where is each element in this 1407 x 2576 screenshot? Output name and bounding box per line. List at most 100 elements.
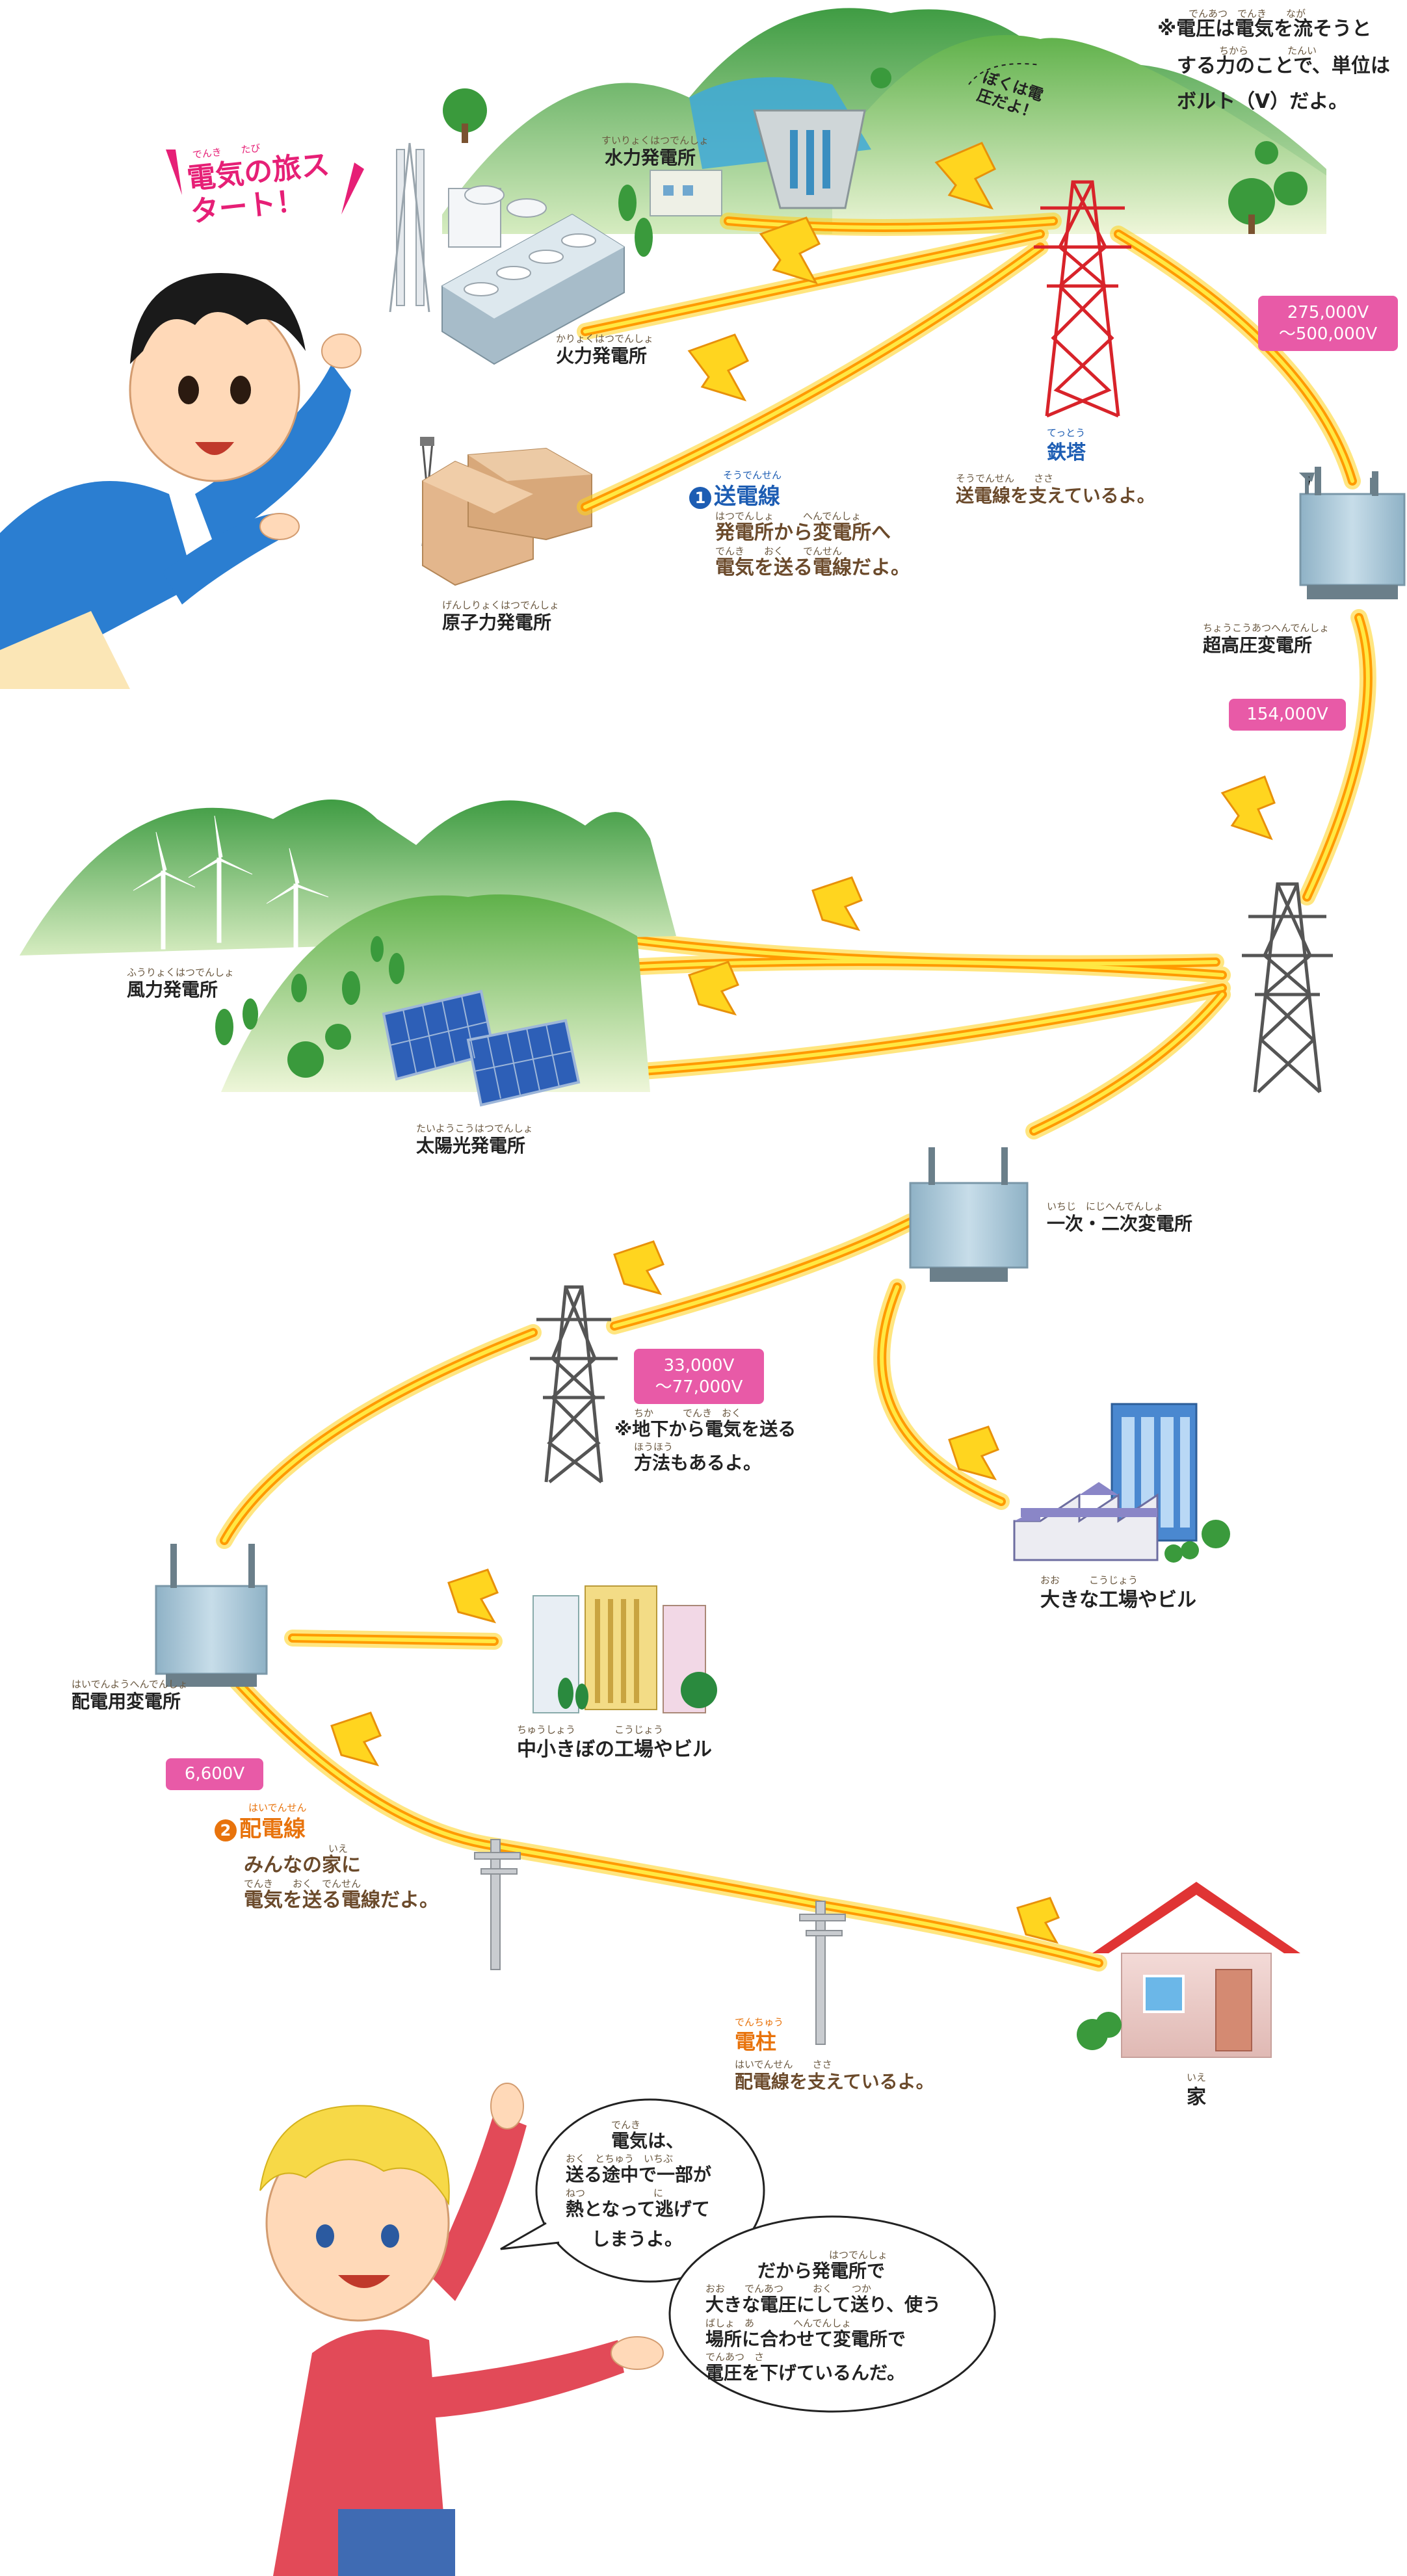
bubble1-ruby-2: おく とちゅう いちぶ [566, 2153, 674, 2165]
distribution-line-ruby-2: でんき おく でんせん [244, 1877, 362, 1890]
speech-bubble-2-text: はつでんしょ だから発電所で おお でんあつ おく つか 大きな電圧にして送り、… [705, 2249, 941, 2386]
primary-ruby: いちじ にじへんでんしょ [1047, 1201, 1164, 1212]
hydro-plant-label: すいりょくはつでんしょ 水力発電所 [601, 133, 712, 170]
note-line-3: ボルト（V）だよ。 [1177, 90, 1348, 113]
nuclear-ruby: げんしりょくはつでんしょ [442, 599, 560, 611]
bubble1-ruby-3: ねつ に [566, 2187, 664, 2199]
boy-guide-top [0, 273, 362, 689]
bubble2-line-2: 大きな電圧にして送り、使う [705, 2294, 941, 2316]
underground-ruby-1: ちか でんき おく [634, 1407, 742, 1419]
wind-text: 風力発電所 [127, 979, 218, 1000]
speech-oval-voltage [968, 63, 1041, 85]
distribution-title: 配電線 [239, 1816, 306, 1842]
hydro-dam [650, 109, 866, 216]
small-text: 中小きぼの工場やビル [517, 1738, 712, 1761]
distribution-text: 配電用変電所 [72, 1691, 181, 1712]
trees-top [443, 68, 1308, 257]
bubble1-ruby-1: でんき [611, 2119, 641, 2131]
voltage-badge-6600v: 6,600V [166, 1758, 263, 1790]
transmission-title-ruby: そうでんせん [723, 469, 782, 481]
voltage-badge-6600v-text: 6,600V [184, 1764, 245, 1784]
small-buildings [533, 1585, 717, 1713]
wind-turbines [133, 815, 329, 956]
voltage-badge-77kv-line2: ～77,000V [655, 1377, 743, 1397]
pole-note-text: 配電線を支えているよ。 [735, 2071, 934, 2092]
steel-tower-grey-2 [530, 1285, 618, 1483]
tower-note-ruby: そうでんせん ささ [956, 473, 1054, 484]
home-ruby: いえ [1187, 2072, 1207, 2083]
primary-substation [909, 1147, 1029, 1282]
nuclear-plant [420, 437, 592, 586]
voltage-definition-note: でんあつ でんき なが ※電圧は電気を流そうと ちから たんい する力のことで、… [1157, 7, 1404, 116]
thermal-ruby: かりょくはつでんしょ [556, 333, 654, 345]
power-lines [213, 213, 1376, 1971]
ultra-substation-label: ちょうこうあつへんでんしょ 超高圧変電所 [1203, 621, 1329, 657]
underground-line-2: 方法もあるよ。 [634, 1452, 762, 1474]
thermal-plant-label: かりょくはつでんしょ 火力発電所 [556, 332, 653, 368]
home-label: いえ 家 [1187, 2070, 1206, 2109]
bubble2-ruby-1: はつでんしょ [829, 2249, 888, 2261]
note-line-1: ※電圧は電気を流そうと [1157, 18, 1372, 40]
voltage-badge-154kv-text: 154,000V [1246, 705, 1328, 724]
voltage-mascots [330, 142, 1276, 1944]
steel-tower-grey-1 [1242, 882, 1333, 1093]
bubble2-ruby-3: ばしょ あ へんでんしょ [705, 2317, 852, 2329]
voltage-badge-77kv: 33,000V ～77,000V [634, 1349, 764, 1404]
pole-ruby: でんちゅう [735, 2016, 784, 2028]
underground-ruby-2: ほうほう [634, 1441, 674, 1453]
bubble2-line-3: 場所に合わせて変電所で [705, 2328, 906, 2350]
speech-bubble-1-text: でんき 電気は、 おく とちゅう いちぶ 送る途中で一部が ねつ に 熱となって… [566, 2119, 711, 2252]
tower-note-text: 送電線を支えているよ。 [956, 485, 1155, 506]
tower-label: てっとう 鉄塔 [1047, 426, 1086, 465]
solar-ruby: たいようこうはつでんしょ [416, 1123, 533, 1134]
distribution-number: 2 [215, 1819, 237, 1841]
ultra-ruby: ちょうこうあつへんでんしょ [1203, 622, 1330, 634]
boy-guide-bottom [259, 2083, 664, 2576]
large-factory-label: おお こうじょう 大きな工場やビル [1040, 1573, 1196, 1612]
small-ruby: ちゅうしょう こうじょう [517, 1724, 664, 1736]
pole-label: でんちゅう 電柱 [735, 2015, 783, 2055]
transmission-ruby-1: はつでんしょ へんでんしょ [715, 510, 861, 522]
large-text: 大きな工場やビル [1040, 1589, 1196, 1611]
speech-bubbles [500, 2098, 996, 2413]
primary-substation-label: いちじ にじへんでんしょ 一次・二次変電所 [1047, 1199, 1192, 1236]
wind-plant-label: ふうりょくはつでんしょ 風力発電所 [127, 965, 234, 1002]
pole-note: はいでんせん ささ 配電線を支えているよ。 [735, 2057, 934, 2094]
bubble2-line-1: だから発電所で [757, 2260, 886, 2282]
solar-plant-label: たいようこうはつでんしょ 太陽光発電所 [416, 1121, 533, 1158]
voltage-badge-77kv-line1: 33,000V [663, 1356, 735, 1375]
bubble2-ruby-4: でんあつ さ [705, 2351, 765, 2363]
thermal-text: 火力発電所 [556, 345, 648, 367]
note-ruby-2: ちから たんい [1219, 45, 1317, 57]
solar-text: 太陽光発電所 [416, 1135, 526, 1156]
distribution-line-2: 電気を送る電線だよ。 [244, 1888, 439, 1912]
nuclear-plant-label: げんしりょくはつでんしょ 原子力発電所 [442, 598, 559, 634]
bubble2-ruby-2: おお でんあつ おく つか [705, 2283, 872, 2295]
steel-tower-red [1034, 180, 1131, 418]
solar-panels [382, 989, 581, 1107]
hydro-text: 水力発電所 [605, 147, 696, 168]
bubble1-line-1: 電気は、 [611, 2130, 685, 2152]
home-text: 家 [1187, 2086, 1206, 2109]
bubble1-line-3: 熱となって逃げて [566, 2198, 710, 2220]
tower-note: そうでんせん ささ 送電線を支えているよ。 [956, 471, 1155, 508]
transmission-number: 1 [689, 486, 711, 509]
note-ruby-1: でんあつ でんき なが [1189, 8, 1306, 20]
voltage-badge-500kv-line1: 275,000V [1287, 303, 1369, 322]
wind-ruby: ふうりょくはつでんしょ [127, 967, 235, 978]
pole-text: 電柱 [735, 2029, 777, 2054]
distribution-substation [155, 1544, 268, 1687]
bubble2-line-4: 電圧を下げているんだ。 [705, 2362, 906, 2384]
transmission-line-2: 電気を送る電線だよ。 [715, 556, 910, 579]
voltage-badge-154kv: 154,000V [1229, 699, 1346, 731]
large-factory [1013, 1403, 1230, 1563]
distribution-line-1: みんなの家に [244, 1854, 361, 1877]
voltage-badge-500kv-line2: ～500,000V [1278, 324, 1378, 344]
tower-text: 鉄塔 [1047, 441, 1086, 464]
middle-hills [20, 800, 676, 1092]
distribution-title-ruby: はいでんせん [248, 1802, 307, 1814]
house [1077, 1882, 1300, 2058]
primary-text: 一次・二次変電所 [1047, 1213, 1193, 1234]
